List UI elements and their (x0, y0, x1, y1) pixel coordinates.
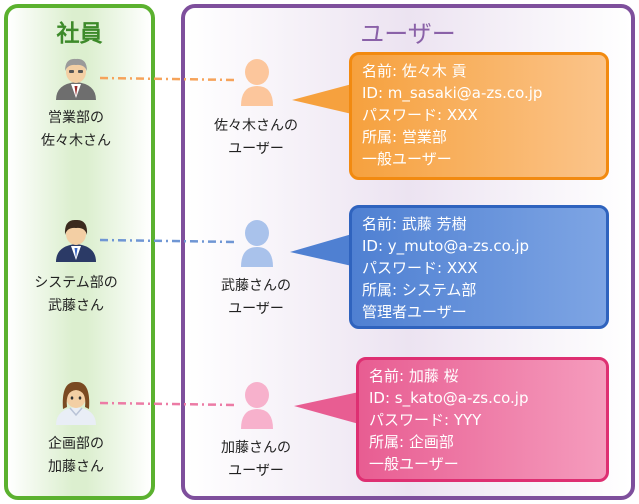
card-department: 所属: 企画部 (369, 433, 454, 451)
employee-muto-name: 武藤さん (48, 298, 104, 314)
card-department: 所属: 営業部 (362, 128, 447, 146)
employee-sasaki-dept: 営業部の (48, 110, 104, 126)
user-muto-type: ユーザー (228, 301, 284, 317)
user-sasaki-icon (241, 59, 273, 106)
employee-sasaki-label: 営業部の 佐々木さん (6, 107, 146, 153)
card-department: 所属: システム部 (362, 281, 477, 299)
user-sasaki-label: 佐々木さんの ユーザー (186, 115, 326, 161)
callout-arrow-sasaki (292, 84, 352, 114)
user-info-card-muto: 名前: 武藤 芳樹 ID: y_muto@a-zs.co.jp パスワード: X… (349, 205, 609, 329)
card-role: 管理者ユーザー (362, 303, 467, 321)
user-sasaki-type: ユーザー (228, 141, 284, 157)
employee-muto-icon (56, 219, 96, 262)
user-info-card-sasaki: 名前: 佐々木 貢 ID: m_sasaki@a-zs.co.jp パスワード:… (349, 52, 609, 180)
user-kato-label: 加藤さんの ユーザー (186, 437, 326, 483)
card-role: 一般ユーザー (362, 150, 452, 168)
user-info-card-kato: 名前: 加藤 桜 ID: s_kato@a-zs.co.jp パスワード: YY… (356, 357, 609, 482)
card-id: ID: m_sasaki@a-zs.co.jp (362, 84, 543, 102)
employee-sasaki-icon (56, 58, 96, 100)
employee-kato-icon (56, 381, 96, 425)
employee-kato-label: 企画部の 加藤さん (6, 433, 146, 479)
card-password: パスワード: XXX (362, 106, 478, 124)
card-name: 名前: 武藤 芳樹 (362, 215, 467, 233)
card-name: 名前: 佐々木 貢 (362, 62, 467, 80)
employees-heading: 社員 (56, 21, 103, 47)
employee-kato-name: 加藤さん (48, 459, 104, 475)
user-muto-owner: 武藤さんの (221, 278, 291, 294)
callout-arrow-muto (290, 234, 352, 266)
card-password: パスワード: XXX (362, 259, 478, 277)
card-name: 名前: 加藤 桜 (369, 367, 459, 385)
user-sasaki-owner: 佐々木さんの (214, 118, 298, 134)
employee-kato-dept: 企画部の (48, 436, 104, 452)
card-id: ID: y_muto@a-zs.co.jp (362, 237, 530, 255)
connector-kato (99, 401, 239, 407)
user-kato-type: ユーザー (228, 463, 284, 479)
card-role: 一般ユーザー (369, 455, 459, 473)
users-heading: ユーザー (360, 20, 456, 48)
user-muto-label: 武藤さんの ユーザー (186, 275, 326, 321)
employee-muto-dept: システム部の (34, 275, 118, 291)
user-muto-icon (241, 220, 273, 267)
callout-arrow-kato (294, 392, 359, 424)
user-kato-icon (241, 382, 273, 429)
connector-muto (99, 238, 239, 244)
employee-sasaki-name: 佐々木さん (41, 133, 111, 149)
card-password: パスワード: YYY (369, 411, 482, 429)
user-kato-owner: 加藤さんの (221, 440, 291, 456)
card-id: ID: s_kato@a-zs.co.jp (369, 389, 529, 407)
connector-sasaki (99, 76, 239, 82)
employee-muto-label: システム部の 武藤さん (6, 272, 146, 318)
